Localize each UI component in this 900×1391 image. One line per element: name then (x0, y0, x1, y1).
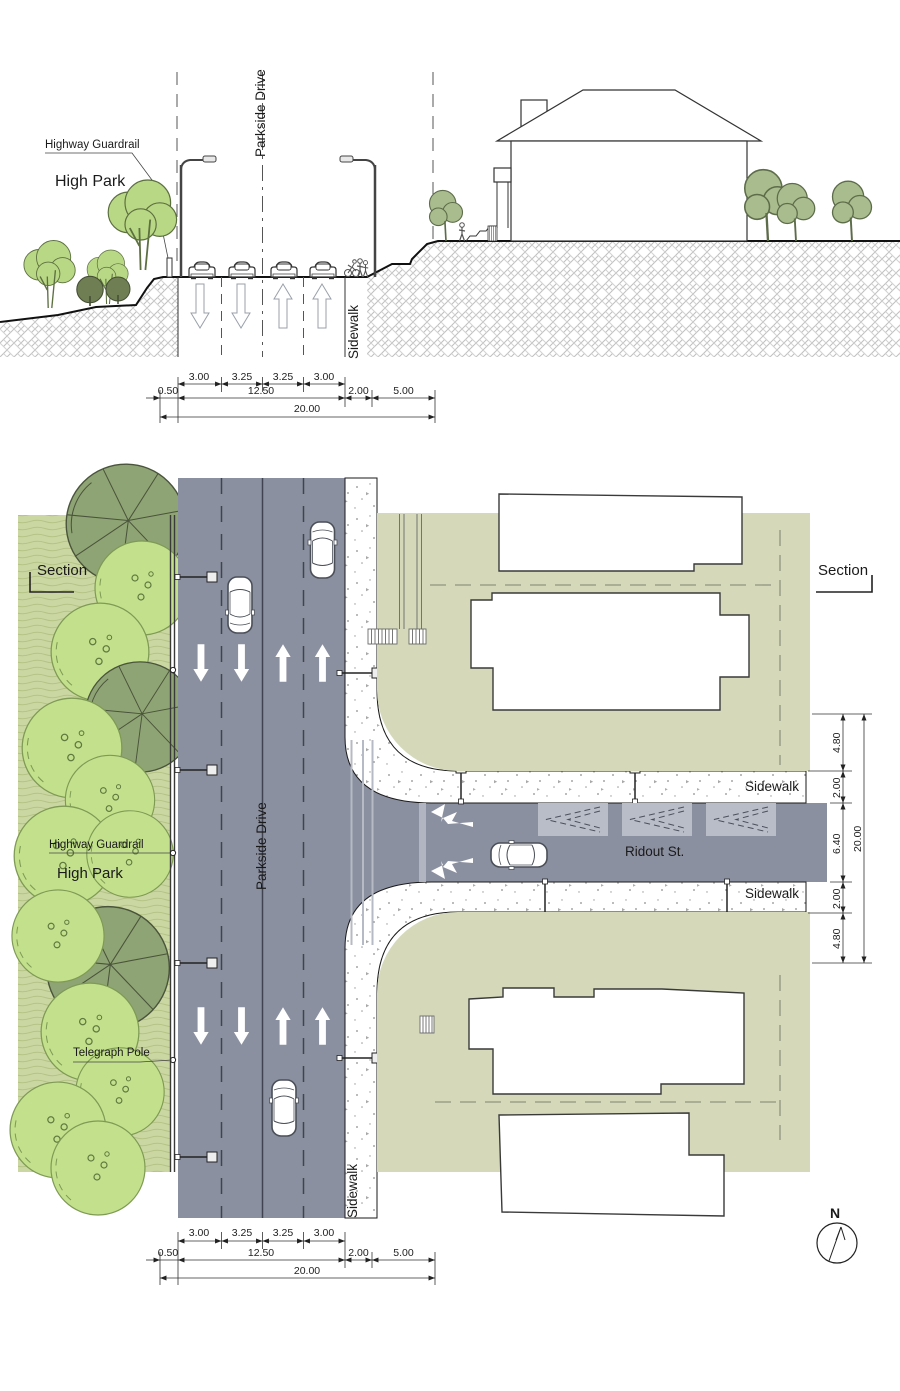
plan-leaders (49, 852, 173, 1063)
section-markers (29, 572, 873, 593)
house-ground-hatch (367, 241, 900, 357)
lane-lines (220, 478, 305, 1218)
dim-right-total: 20.00 (852, 825, 864, 852)
plan-right-dimensions (808, 713, 872, 964)
dim-lane: 3.25 (272, 371, 294, 383)
section-lane-arrows (190, 283, 332, 329)
dim-lane: 3.00 (188, 1227, 210, 1239)
dim-setback: 5.00 (393, 385, 414, 397)
section-drawing (0, 72, 900, 423)
telegraph-poles (169, 666, 177, 1064)
dim-offset: 0.50 (157, 385, 179, 397)
dim-right: 6.40 (831, 833, 843, 854)
dim-offset: 0.50 (157, 1247, 179, 1259)
walkway-steps-lower (419, 1015, 435, 1034)
dim-lane: 3.25 (231, 1227, 253, 1239)
building-footprint (498, 493, 743, 572)
pedestrian-icon (356, 258, 369, 278)
park-ground-hatch (0, 277, 178, 357)
dim-right: 2.00 (831, 888, 843, 909)
cyclist-icon (343, 259, 361, 278)
building-footprint (468, 987, 745, 1095)
dim-lane: 3.00 (313, 1227, 335, 1239)
walkway-steps-upper (367, 514, 427, 645)
sidewalk-label-bottom: Sidewalk (745, 886, 800, 901)
turn-arrows (431, 804, 473, 879)
dim-sidewalk: 2.00 (348, 1247, 369, 1259)
road-parkside (178, 478, 345, 1218)
dim-right: 2.00 (831, 777, 843, 798)
dim-roadway: 12.50 (247, 385, 275, 397)
dim-lane: 3.25 (272, 1227, 294, 1239)
parking-bays (538, 803, 776, 836)
section-dimension-lines (146, 377, 436, 423)
parkside-drive-label-plan: Parkside Drive (254, 802, 269, 890)
building-footprint (470, 592, 750, 711)
street-lamp-left (179, 154, 218, 279)
dim-total: 20.00 (293, 1265, 321, 1277)
dim-total: 20.00 (293, 403, 321, 415)
dim-roadway: 12.50 (247, 1247, 275, 1259)
property-lines (430, 530, 781, 1140)
plan-bottom-dimensions (146, 1232, 436, 1285)
guardrail-section (166, 257, 173, 278)
high-park-label-section: High Park (55, 173, 126, 190)
dim-lane: 3.25 (231, 371, 253, 383)
section-label-left: Section (37, 562, 88, 579)
dim-lane: 3.00 (188, 371, 210, 383)
ridout-st-label: Ridout St. (625, 844, 685, 859)
highway-guardrail-label-plan: Highway Guardrail (49, 839, 144, 851)
buildings (468, 493, 750, 1217)
sidewalk-label-section: Sidewalk (346, 304, 361, 359)
sidewalk-label-vertical: Sidewalk (345, 1163, 360, 1218)
highway-guardrail-label-section: Highway Guardrail (45, 139, 140, 151)
telegraph-pole-label: Telegraph Pole (73, 1047, 150, 1059)
dim-setback: 5.00 (393, 1247, 414, 1259)
parkside-drive-label-section: Parkside Drive (253, 69, 268, 157)
high-park-label-plan: High Park (57, 865, 123, 882)
house-elevation (465, 89, 764, 242)
north-arrow (816, 1222, 858, 1264)
north-label: N (830, 1205, 841, 1221)
house-person-icon (458, 222, 466, 242)
section-label-right: Section (818, 562, 869, 579)
building-footprint (498, 1112, 725, 1217)
road-ridout (345, 737, 827, 948)
intersection-curb-lines (350, 740, 374, 945)
dim-lane: 3.00 (313, 371, 335, 383)
plan-drawing (9, 463, 873, 1285)
sidewalk-label-top: Sidewalk (745, 779, 800, 794)
street-lamp-right (338, 154, 377, 279)
dim-right: 4.80 (831, 928, 843, 949)
dim-right: 4.80 (831, 732, 843, 753)
dim-sidewalk: 2.00 (348, 385, 369, 397)
